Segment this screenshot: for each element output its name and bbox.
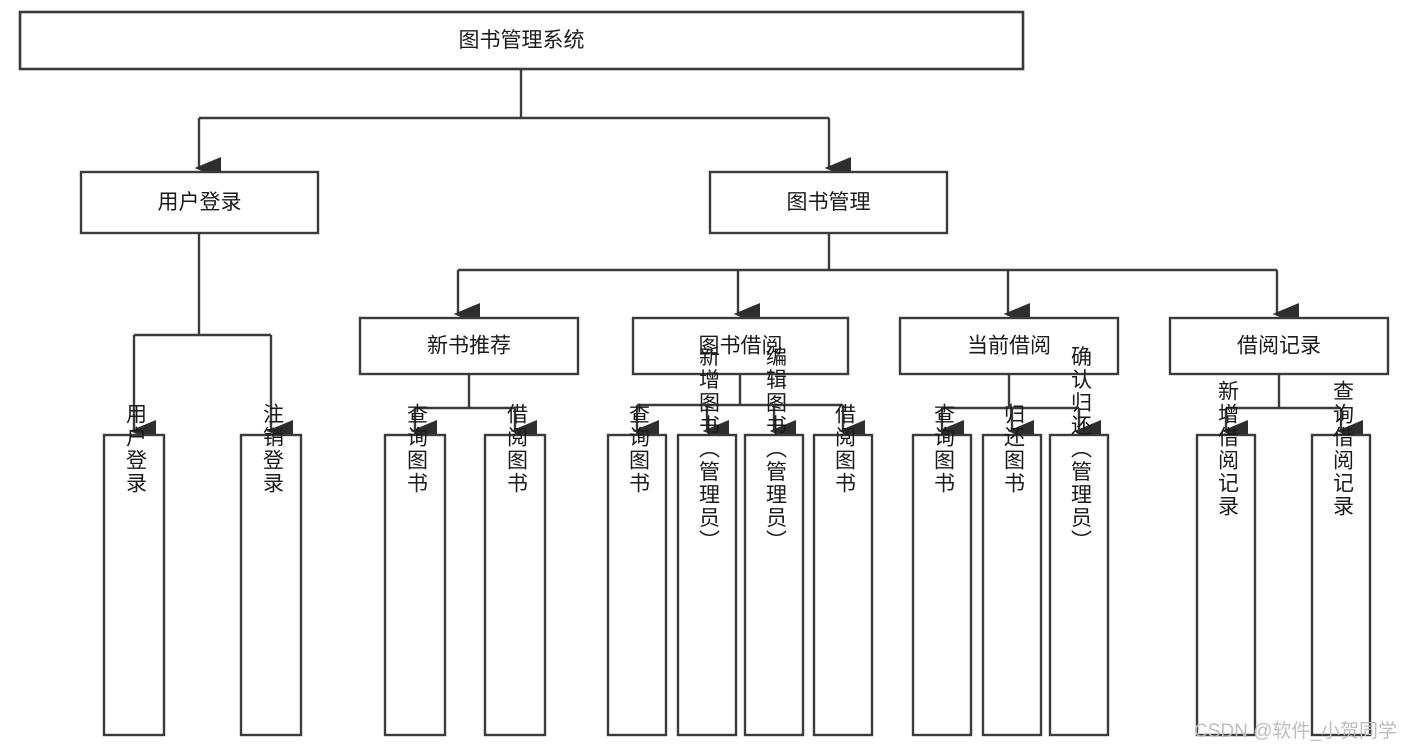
node-leaf-borrow-book-1-label: 借阅图书 xyxy=(504,403,528,495)
node-leaf-user-login-label: 用户登录 xyxy=(123,403,147,495)
node-leaf-return-book[interactable]: 归还图书 xyxy=(981,403,1043,737)
node-leaf-add-record-box[interactable] xyxy=(1195,433,1257,737)
connector-layer xyxy=(129,69,1363,442)
node-leaf-return-book-label: 归还图书 xyxy=(1001,403,1025,495)
node-leaf-borrow-book-1[interactable]: 借阅图书 xyxy=(483,403,547,737)
node-leaf-query-book-1-label: 查询图书 xyxy=(404,403,428,495)
node-leaf-logout[interactable]: 注销登录 xyxy=(239,403,303,737)
node-leaf-return-book-box[interactable] xyxy=(981,433,1043,737)
node-leaf-query-book-2-label: 查询图书 xyxy=(626,403,650,495)
node-leaf-query-record-box[interactable] xyxy=(1310,433,1372,737)
node-root[interactable]: 图书管理系统 xyxy=(18,10,1025,71)
node-book-borrow-label: 图书借阅 xyxy=(699,335,783,358)
node-leaf-query-book-3-label: 查询图书 xyxy=(931,403,955,495)
node-leaf-confirm-return[interactable]: 确认归还（管理员） xyxy=(1048,346,1110,737)
node-user-login-box[interactable] xyxy=(79,170,320,235)
node-leaf-logout-label: 注销登录 xyxy=(260,403,284,495)
node-leaf-query-book-2[interactable]: 查询图书 xyxy=(606,403,668,737)
node-leaf-add-book-box[interactable] xyxy=(676,433,738,737)
node-book-manage-label: 图书管理 xyxy=(787,191,871,214)
node-leaf-user-login[interactable]: 用户登录 xyxy=(102,403,166,737)
node-leaf-borrow-book-2[interactable]: 借阅图书 xyxy=(812,403,874,737)
node-layer: 图书管理系统用户登录图书管理新书推荐图书借阅当前借阅借阅记录用户登录注销登录查询… xyxy=(18,10,1390,737)
node-borrow-record[interactable]: 借阅记录 xyxy=(1168,316,1390,376)
node-leaf-edit-book-label: 编辑图书（管理员） xyxy=(763,346,787,553)
node-root-box[interactable] xyxy=(18,10,1025,71)
node-user-login[interactable]: 用户登录 xyxy=(79,170,320,235)
node-user-login-label: 用户登录 xyxy=(158,191,242,214)
node-current-borrow-label: 当前借阅 xyxy=(967,335,1051,358)
node-leaf-add-record-label: 新增借阅记录 xyxy=(1215,380,1239,518)
node-leaf-borrow-book-1-box[interactable] xyxy=(483,433,547,737)
watermark-text: CSDN @软件_小贺同学 xyxy=(1194,721,1397,742)
node-current-borrow[interactable]: 当前借阅 xyxy=(898,316,1120,376)
node-leaf-add-book-label: 新增图书（管理员） xyxy=(696,346,720,553)
node-new-book-recommend[interactable]: 新书推荐 xyxy=(358,316,580,376)
node-book-manage-box[interactable] xyxy=(708,170,949,235)
node-leaf-query-book-3-box[interactable] xyxy=(911,433,973,737)
node-leaf-confirm-return-box[interactable] xyxy=(1048,433,1110,737)
node-leaf-query-book-1[interactable]: 查询图书 xyxy=(383,403,447,737)
node-leaf-confirm-return-label: 确认归还（管理员） xyxy=(1068,346,1092,553)
node-new-book-recommend-label: 新书推荐 xyxy=(427,335,511,358)
node-book-borrow[interactable]: 图书借阅 xyxy=(631,316,850,376)
node-leaf-query-book-3[interactable]: 查询图书 xyxy=(911,403,973,737)
node-leaf-logout-box[interactable] xyxy=(239,433,303,737)
node-leaf-query-record-label: 查询借阅记录 xyxy=(1330,380,1354,518)
node-leaf-add-book[interactable]: 新增图书（管理员） xyxy=(676,346,738,737)
node-leaf-add-record[interactable]: 新增借阅记录 xyxy=(1195,380,1257,737)
node-root-label: 图书管理系统 xyxy=(459,29,585,52)
node-book-manage[interactable]: 图书管理 xyxy=(708,170,949,235)
node-current-borrow-box[interactable] xyxy=(898,316,1120,376)
node-book-borrow-box[interactable] xyxy=(631,316,850,376)
node-leaf-query-book-1-box[interactable] xyxy=(383,433,447,737)
node-leaf-query-book-2-box[interactable] xyxy=(606,433,668,737)
node-leaf-borrow-book-2-box[interactable] xyxy=(812,433,874,737)
node-leaf-edit-book-box[interactable] xyxy=(743,433,805,737)
node-borrow-record-box[interactable] xyxy=(1168,316,1390,376)
node-leaf-borrow-book-2-label: 借阅图书 xyxy=(832,403,856,495)
node-leaf-user-login-box[interactable] xyxy=(102,433,166,737)
node-new-book-recommend-box[interactable] xyxy=(358,316,580,376)
node-borrow-record-label: 借阅记录 xyxy=(1237,335,1321,358)
node-leaf-query-record[interactable]: 查询借阅记录 xyxy=(1310,380,1372,737)
node-leaf-edit-book[interactable]: 编辑图书（管理员） xyxy=(743,346,805,737)
